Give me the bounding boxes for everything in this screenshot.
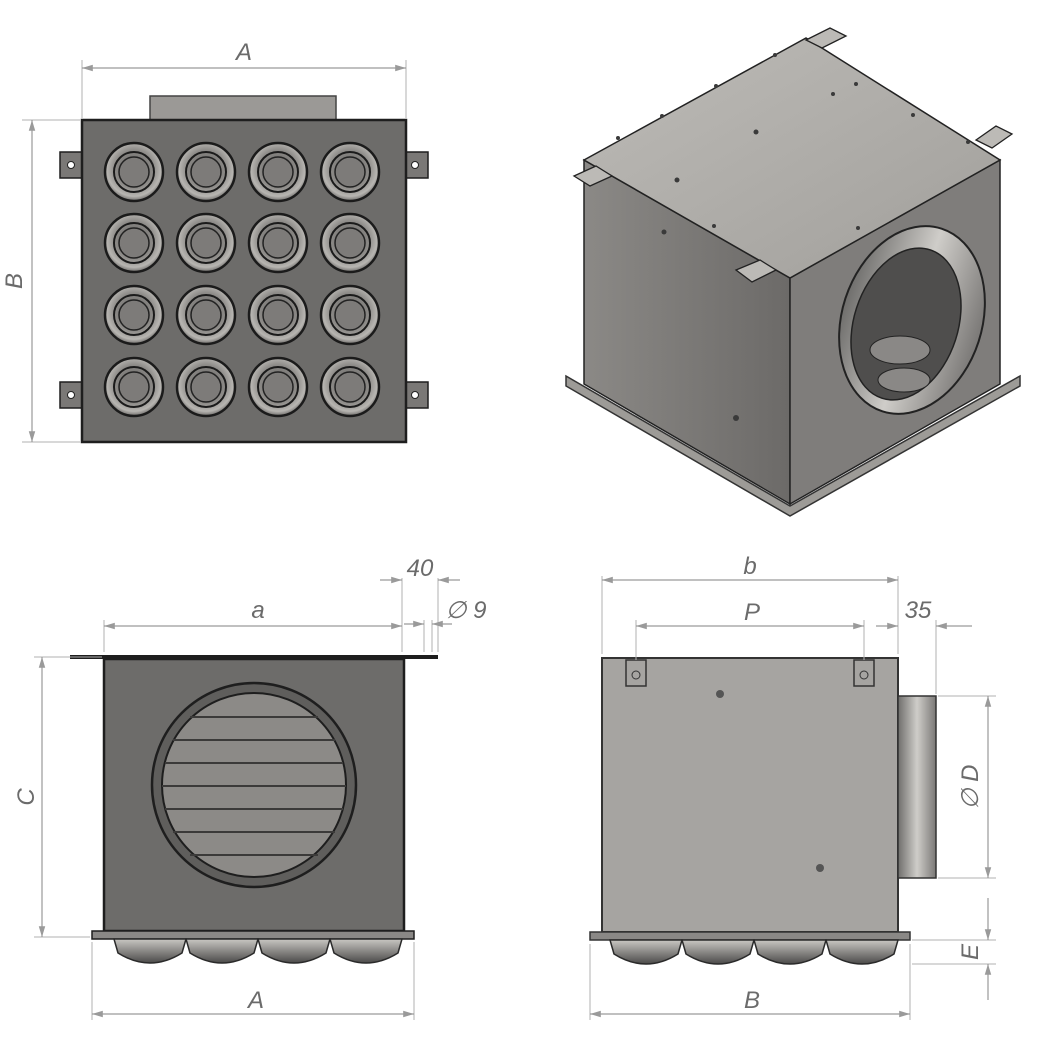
isometric-view xyxy=(565,27,1021,517)
iso-rivets xyxy=(616,53,970,421)
dim-label-collar-diameter: ∅ D xyxy=(957,765,984,810)
iso-base-plate xyxy=(565,374,1021,517)
dim-label-bottom-width: A xyxy=(246,987,264,1014)
iso-top-tab-rear xyxy=(804,27,848,49)
iso-top-tab-front xyxy=(734,259,778,283)
end-top-flange xyxy=(70,655,438,659)
end-base-plate xyxy=(91,930,415,940)
dim-label-box-height: C xyxy=(13,788,40,806)
dim-label-collar-length: 35 xyxy=(905,597,932,624)
dim-label-hole-diameter: ∅ 9 xyxy=(446,597,487,624)
bracket-left-top xyxy=(59,151,85,179)
front-top-collar xyxy=(149,95,337,123)
iso-collar-inner xyxy=(850,247,962,401)
dim-label-front-height: B xyxy=(1,273,28,289)
dim-label-side-bottom-width: B xyxy=(744,987,760,1014)
front-view: A B xyxy=(1,39,429,444)
iso-top-face xyxy=(582,37,1002,279)
side-base-plate xyxy=(589,931,911,941)
end-grille-louvers xyxy=(162,716,346,856)
side-nozzles xyxy=(609,939,899,965)
dim-label-nozzle-height: E xyxy=(957,943,984,960)
dim-label-box-depth: a xyxy=(251,597,264,624)
dim-label-bracket-pitch: P xyxy=(744,599,760,626)
iso-top-tab-left xyxy=(572,165,614,187)
dim-label-flange-offset: 40 xyxy=(407,555,434,582)
dim-label-front-width: A xyxy=(234,39,252,66)
side-collar xyxy=(897,695,937,879)
end-view: 40 ∅ 9 a C A xyxy=(13,555,486,1020)
iso-top-tab-right xyxy=(974,125,1014,149)
side-panel xyxy=(601,657,899,933)
side-view: b P 35 ∅ D E B xyxy=(589,553,996,1020)
dim-label-side-total: b xyxy=(743,553,756,580)
end-nozzles xyxy=(113,938,403,964)
